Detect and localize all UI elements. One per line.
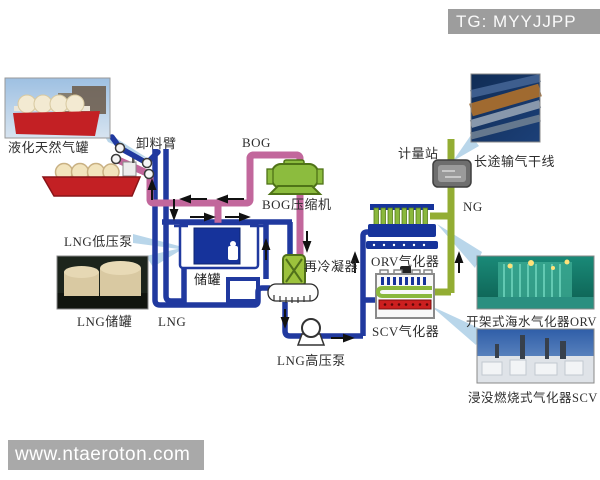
pipeline-photo [469,73,542,143]
label-lng-carrier: 液化天然气罐 [8,140,90,155]
label-lng: LNG [158,314,187,329]
label-ng: NG [463,199,483,214]
label-orv-photo: 开架式海水气化器ORV [466,315,597,329]
label-lng-storage-tank: LNG储罐 [77,314,133,329]
unloading-arm [109,134,161,180]
site-watermark: www.ntaeroton.com [8,440,204,470]
recondenser-unit [267,254,319,303]
lng-storage-tank-photo [56,255,149,310]
label-metering-station: 计量站 [398,146,439,161]
label-scv-vaporizer: SCV气化器 [372,324,440,339]
lng-ship [41,156,142,197]
label-bog: BOG [242,135,271,150]
bog-compressor-unit [266,159,324,195]
storage-tank-unit [174,222,264,270]
label-unloading-arm: 卸料臂 [136,136,177,151]
label-storage-tank: 储罐 [194,272,222,287]
flow-arrows [147,178,464,343]
callout-scv-to-photo [431,306,483,345]
label-bog-compressor: BOG压缩机 [262,197,332,212]
scv-photo [476,328,595,384]
scv-vaporizer-unit [375,266,435,319]
label-recondenser: 再冷凝器 [304,259,359,274]
label-orv-vaporizer: ORV气化器 [371,254,440,269]
lng-carrier-photo [4,77,111,139]
lp-pump-icon [228,246,238,260]
label-pipeline: 长途输气干线 [474,154,556,169]
tg-watermark: TG: MYYJJPP [448,9,600,34]
ship-hull [41,176,142,197]
orv-vaporizer-unit [366,204,438,249]
metering-station-unit [432,159,472,188]
label-lng-lp-pump: LNG低压泵 [64,234,133,249]
ship-superstructure [122,161,137,177]
lng-hp-pump-unit [296,318,326,346]
label-scv-photo: 浸没燃烧式气化器SCV [468,391,598,405]
orv-photo [476,255,595,310]
label-lng-hp-pump: LNG高压泵 [277,353,346,368]
